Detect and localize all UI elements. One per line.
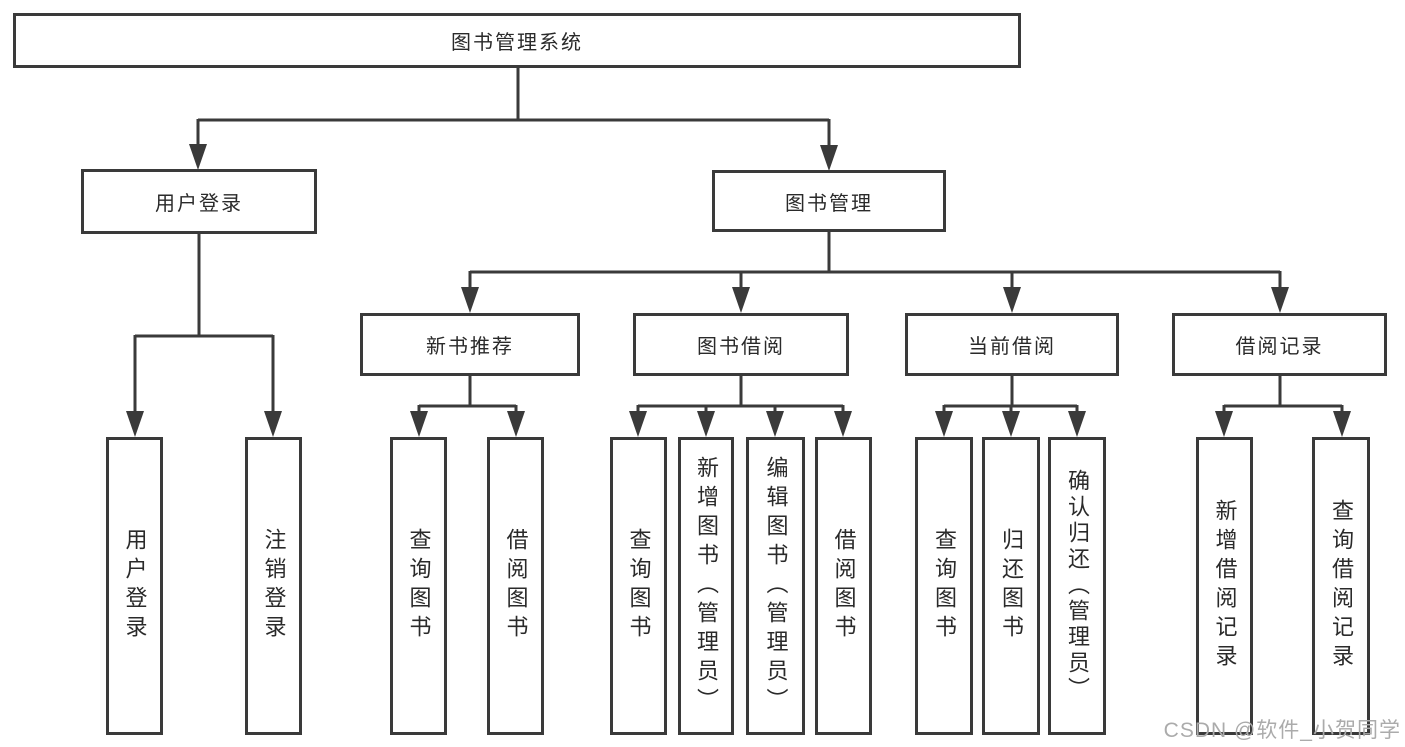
leaf-borrow-books-label: 借阅图书 [831, 528, 857, 644]
leaf-user-login-label: 用户登录 [122, 528, 148, 644]
node-new-book-recommendation: 新书推荐 [360, 313, 580, 376]
leaf-confirm-return-admin-label: 确认归还（管理员） [1065, 469, 1090, 703]
leaf-query-books-current-label: 查询图书 [932, 528, 957, 644]
leaf-query-books-recommend-label: 查询图书 [406, 528, 432, 644]
leaf-add-book-admin: 新增图书（管理员） [678, 437, 734, 735]
leaf-query-books-borrow: 查询图书 [610, 437, 667, 735]
leaf-edit-book-admin: 编辑图书（管理员） [746, 437, 805, 735]
leaf-add-borrow-record-label: 新增借阅记录 [1212, 499, 1238, 673]
leaf-borrow-books: 借阅图书 [815, 437, 872, 735]
node-borrowing-records-label: 借阅记录 [1235, 336, 1324, 358]
node-current-borrowing-label: 当前借阅 [968, 336, 1056, 358]
leaf-user-login: 用户登录 [106, 437, 163, 735]
node-book-borrowing-label: 图书借阅 [697, 336, 785, 358]
leaf-add-borrow-record: 新增借阅记录 [1196, 437, 1253, 735]
leaf-return-books: 归还图书 [982, 437, 1040, 735]
watermark: CSDN @软件_小贺同学 [1163, 719, 1401, 742]
node-library-system-label: 图书管理系统 [451, 32, 583, 54]
leaf-borrow-books-recommend-label: 借阅图书 [503, 528, 529, 644]
leaf-query-borrow-record-label: 查询借阅记录 [1329, 499, 1354, 673]
node-borrowing-records: 借阅记录 [1172, 313, 1387, 376]
leaf-confirm-return-admin: 确认归还（管理员） [1048, 437, 1106, 735]
node-current-borrowing: 当前借阅 [905, 313, 1119, 376]
leaf-borrow-books-recommend: 借阅图书 [487, 437, 544, 735]
node-library-system: 图书管理系统 [13, 13, 1021, 68]
node-book-management-label: 图书管理 [785, 192, 873, 215]
leaf-edit-book-admin-label: 编辑图书（管理员） [763, 455, 789, 717]
leaf-logout: 注销登录 [245, 437, 302, 735]
leaf-query-books-recommend: 查询图书 [390, 437, 447, 735]
node-user-login-label: 用户登录 [155, 193, 243, 215]
leaf-query-books-borrow-label: 查询图书 [626, 528, 652, 644]
node-book-borrowing: 图书借阅 [633, 313, 849, 376]
leaf-query-borrow-record: 查询借阅记录 [1312, 437, 1370, 735]
leaf-logout-label: 注销登录 [261, 528, 287, 644]
node-book-management: 图书管理 [712, 170, 946, 232]
node-new-book-recommendation-label: 新书推荐 [426, 336, 514, 358]
leaf-query-books-current: 查询图书 [915, 437, 973, 735]
node-user-login: 用户登录 [81, 169, 317, 234]
leaf-return-books-label: 归还图书 [999, 528, 1024, 644]
leaf-add-book-admin-label: 新增图书（管理员） [694, 455, 719, 717]
